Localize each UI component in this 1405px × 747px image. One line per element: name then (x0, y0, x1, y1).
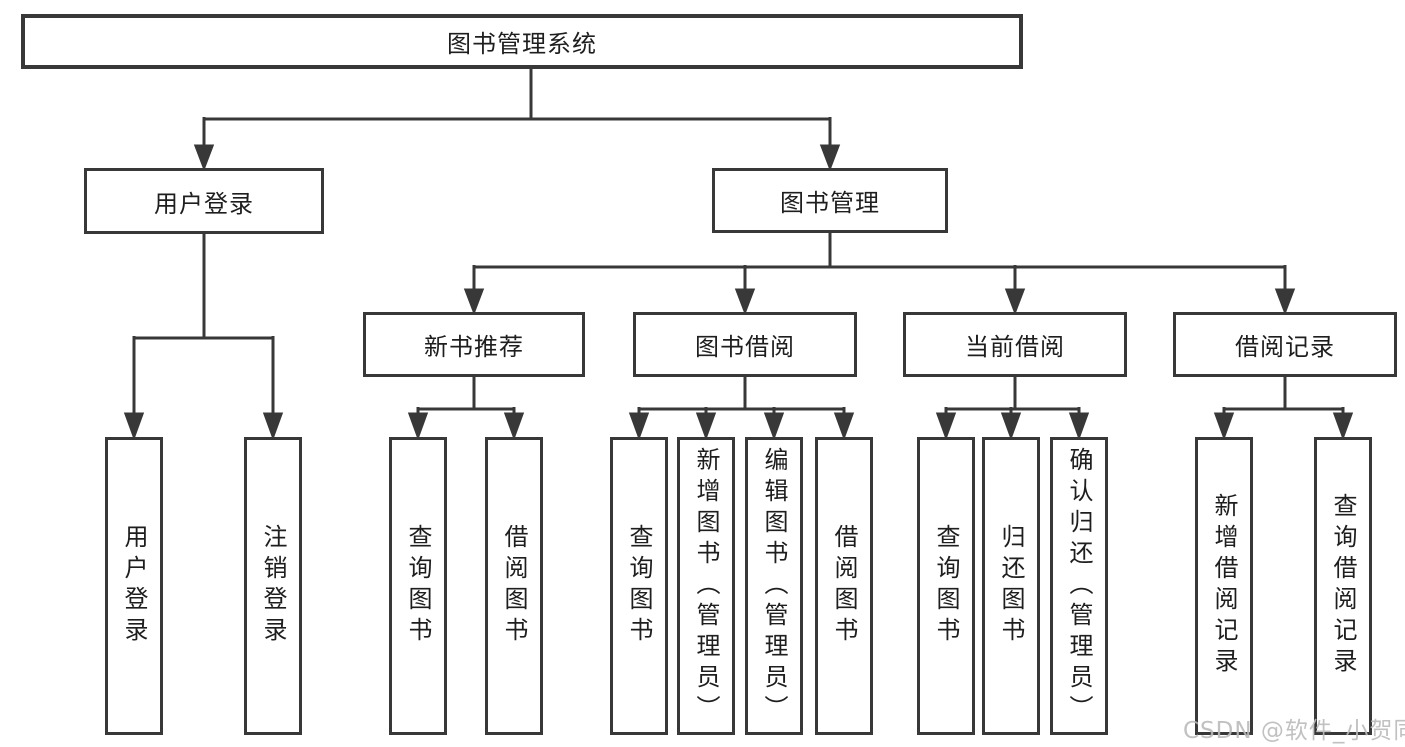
leaf-label: 用户登录 (120, 524, 148, 648)
leaf-label: 查询图书 (404, 524, 432, 648)
node-borrowing-records: 借阅记录 (1173, 312, 1397, 377)
connector-new-book-to-leaves (407, 377, 525, 441)
connector-current-borrow-to-leaves (935, 377, 1090, 441)
leaf-query-books-recommend: 查询图书 (389, 437, 447, 735)
leaf-label: 编辑图书（管理员） (760, 446, 788, 726)
node-label: 当前借阅 (965, 333, 1065, 361)
leaf-label: 确认归还（管理员） (1065, 446, 1093, 726)
node-label: 图书管理 (780, 189, 880, 217)
leaf-label: 查询借阅记录 (1329, 493, 1357, 679)
leaf-borrow-books: 借阅图书 (815, 437, 873, 735)
node-book-borrowing: 图书借阅 (633, 312, 857, 377)
node-current-borrowing: 当前借阅 (903, 312, 1127, 377)
node-new-book-recommend: 新书推荐 (363, 312, 585, 377)
leaf-label: 借阅图书 (830, 524, 858, 648)
leaf-label: 查询图书 (932, 524, 960, 648)
leaf-add-books-admin: 新增图书（管理员） (677, 437, 735, 735)
node-label: 新书推荐 (424, 333, 524, 361)
leaf-label: 注销登录 (259, 524, 287, 648)
connector-root-to-level2 (193, 69, 841, 172)
leaf-query-books-current: 查询图书 (917, 437, 975, 735)
leaf-label: 归还图书 (997, 524, 1025, 648)
leaf-add-borrow-record: 新增借阅记录 (1195, 437, 1253, 735)
leaf-confirm-return-admin: 确认归还（管理员） (1050, 437, 1108, 735)
node-label: 借阅记录 (1235, 333, 1335, 361)
leaf-return-books: 归还图书 (982, 437, 1040, 735)
leaf-borrow-books-recommend: 借阅图书 (485, 437, 543, 735)
leaf-label: 新增图书（管理员） (692, 446, 720, 726)
leaf-user-login: 用户登录 (105, 437, 163, 735)
leaf-label: 查询图书 (625, 524, 653, 648)
node-library-management-system: 图书管理系统 (21, 14, 1023, 69)
connector-borrow-record-to-leaves (1213, 377, 1354, 441)
leaf-logout: 注销登录 (244, 437, 302, 735)
leaf-edit-books-admin: 编辑图书（管理员） (745, 437, 803, 735)
csdn-watermark: CSDN @软件_小贺同学 (1183, 718, 1405, 744)
connector-book-borrow-to-leaves (628, 377, 855, 441)
connector-user-login-to-leaves (123, 234, 284, 441)
node-label: 图书管理系统 (447, 30, 597, 58)
leaf-query-borrow-record: 查询借阅记录 (1314, 437, 1372, 735)
leaf-label: 借阅图书 (500, 524, 528, 648)
leaf-label: 新增借阅记录 (1210, 493, 1238, 679)
leaf-query-books-borrowing: 查询图书 (610, 437, 668, 735)
node-label: 图书借阅 (695, 333, 795, 361)
connector-book-mgmt-to-level3 (463, 233, 1296, 316)
node-user-login: 用户登录 (84, 168, 324, 234)
node-label: 用户登录 (154, 189, 254, 218)
node-book-management: 图书管理 (712, 168, 948, 233)
